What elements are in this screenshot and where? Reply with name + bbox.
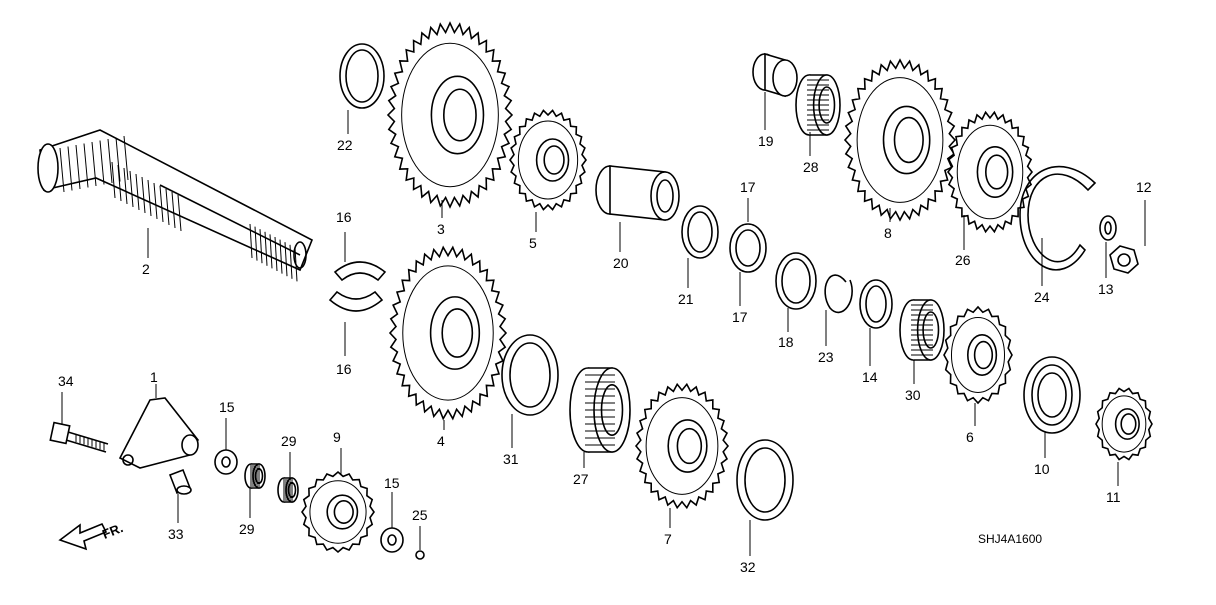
gear-5 — [509, 109, 587, 211]
callout-2: 2 — [142, 261, 150, 277]
lock-nut — [1109, 245, 1139, 274]
synchro-ring-32 — [736, 439, 794, 521]
callout-30: 30 — [905, 387, 921, 403]
callout-15-lower: 15 — [384, 475, 400, 491]
thrust-washer-21 — [681, 205, 719, 259]
callout-11: 11 — [1106, 489, 1121, 505]
thrust-washer-14 — [859, 279, 893, 329]
o-ring — [415, 550, 425, 560]
callout-10: 10 — [1034, 461, 1050, 477]
callout-1: 1 — [150, 369, 158, 385]
callout-22: 22 — [337, 137, 353, 153]
callout-7: 7 — [664, 531, 672, 547]
callout-15-upper: 15 — [219, 399, 235, 415]
dowel-pin — [168, 468, 192, 495]
callout-17-upper: 17 — [740, 179, 756, 195]
needle-bearing-29-upper — [277, 477, 299, 503]
callout-16-upper: 16 — [336, 209, 352, 225]
front-arrow-icon — [58, 522, 108, 551]
callout-8: 8 — [884, 225, 892, 241]
thrust-washer-18 — [775, 252, 817, 310]
thrust-shim-lower — [328, 290, 384, 312]
washer-upper — [214, 449, 238, 475]
callout-9: 9 — [333, 429, 341, 445]
washer-lower — [380, 527, 404, 553]
callout-5: 5 — [529, 235, 537, 251]
callout-19: 19 — [758, 133, 774, 149]
collar — [595, 165, 680, 221]
callout-27: 27 — [573, 471, 589, 487]
callout-31: 31 — [503, 451, 519, 467]
synchro-ring-31 — [501, 334, 559, 416]
gear-8 — [843, 58, 957, 222]
callout-32: 32 — [740, 559, 756, 575]
gear-3 — [386, 21, 514, 209]
callout-12: 12 — [1136, 179, 1152, 195]
callout-34: 34 — [58, 373, 74, 389]
bracket — [118, 397, 199, 469]
gear-26 — [946, 110, 1034, 234]
callout-21: 21 — [678, 291, 694, 307]
callout-6: 6 — [966, 429, 974, 445]
gear-11 — [1095, 387, 1153, 461]
snap-ring-23 — [824, 274, 853, 314]
snap-ring — [1019, 165, 1097, 271]
callout-25: 25 — [412, 507, 428, 523]
needle-bearing-30 — [899, 299, 945, 361]
synchro-sleeve — [1023, 356, 1081, 434]
callout-26: 26 — [955, 252, 971, 268]
callout-17-lower: 17 — [732, 309, 748, 325]
callout-33: 33 — [168, 526, 184, 542]
callout-28: 28 — [803, 159, 819, 175]
thrust-shim-upper — [333, 261, 387, 282]
callout-29-lower: 29 — [239, 521, 255, 537]
gear-9 — [301, 470, 375, 554]
callout-16-lower: 16 — [336, 361, 352, 377]
needle-bearing-27 — [569, 367, 631, 453]
cotter-17 — [729, 223, 767, 273]
diagram-code: SHJ4A1600 — [978, 532, 1043, 546]
needle-bearing-28 — [795, 74, 841, 136]
spacer-ring-22 — [339, 43, 385, 109]
gear-6 — [943, 305, 1013, 405]
callout-24: 24 — [1034, 289, 1050, 305]
collar-19 — [752, 52, 798, 98]
callout-18: 18 — [778, 334, 794, 350]
washer-13 — [1099, 215, 1117, 241]
callout-23: 23 — [818, 349, 834, 365]
callout-4: 4 — [437, 433, 445, 449]
gear-7 — [634, 382, 730, 510]
mainshaft — [37, 129, 314, 282]
callout-3: 3 — [437, 221, 445, 237]
gear-4 — [388, 245, 508, 421]
needle-bearing-29-lower — [244, 463, 266, 489]
callout-29-upper: 29 — [281, 433, 297, 449]
callout-20: 20 — [613, 255, 629, 271]
bolt — [49, 421, 109, 453]
callout-13: 13 — [1098, 281, 1114, 297]
callout-14: 14 — [862, 369, 878, 385]
